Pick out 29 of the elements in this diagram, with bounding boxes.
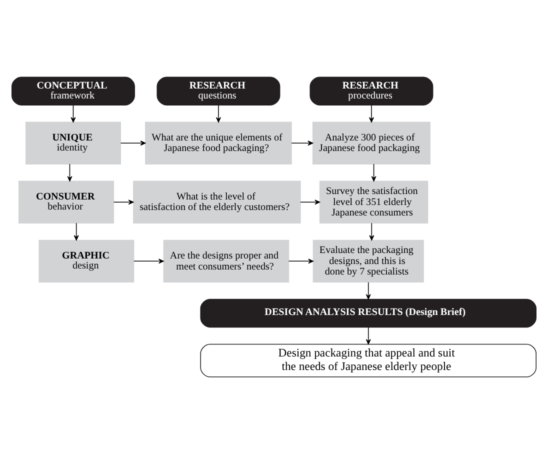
node-box: DESIGN ANALYSIS RESULTS (Design Brief) [200,298,536,328]
arrow [113,199,134,204]
arrow [120,140,146,146]
node-box: CONCEPTUAL framework [12,76,135,105]
arrow [67,163,72,181]
node-box: What are the unique elements of Japanese food packaging? [145,121,292,164]
node-box: Survey the satisfaction level of 351 elderly Japanese consumers [319,180,428,223]
arrow [288,258,314,264]
node-box: Are the designs proper and meet consumers’ needs? [163,239,290,282]
arrow [74,222,79,240]
arrow [369,222,374,240]
node-box: Evaluate the packaging designs, and this is done by 7 specialists [312,239,424,282]
node-box: Design packaging that appeal and suit the needs of Japanese elderly people [200,343,536,377]
arrow [134,258,164,264]
node-box: CONSUMER behavior [18,180,114,223]
node-box: Analyze 300 pieces of Japanese food packaging [312,121,430,164]
node-box: GRAPHIC design [38,239,134,282]
arrow [366,326,371,344]
node-box: UNIQUE identity [25,121,121,164]
arrow [371,163,376,181]
node-box: RESEARCH questions [156,76,280,105]
arrow [300,199,320,204]
arrow [366,281,371,299]
arrow [216,104,221,122]
arrow [70,104,76,122]
node-box: What is the level of satisfaction of the elderly customers? [133,180,301,223]
arrow [368,104,374,122]
arrow [291,140,314,146]
node-box: RESEARCH procedures [310,76,434,105]
